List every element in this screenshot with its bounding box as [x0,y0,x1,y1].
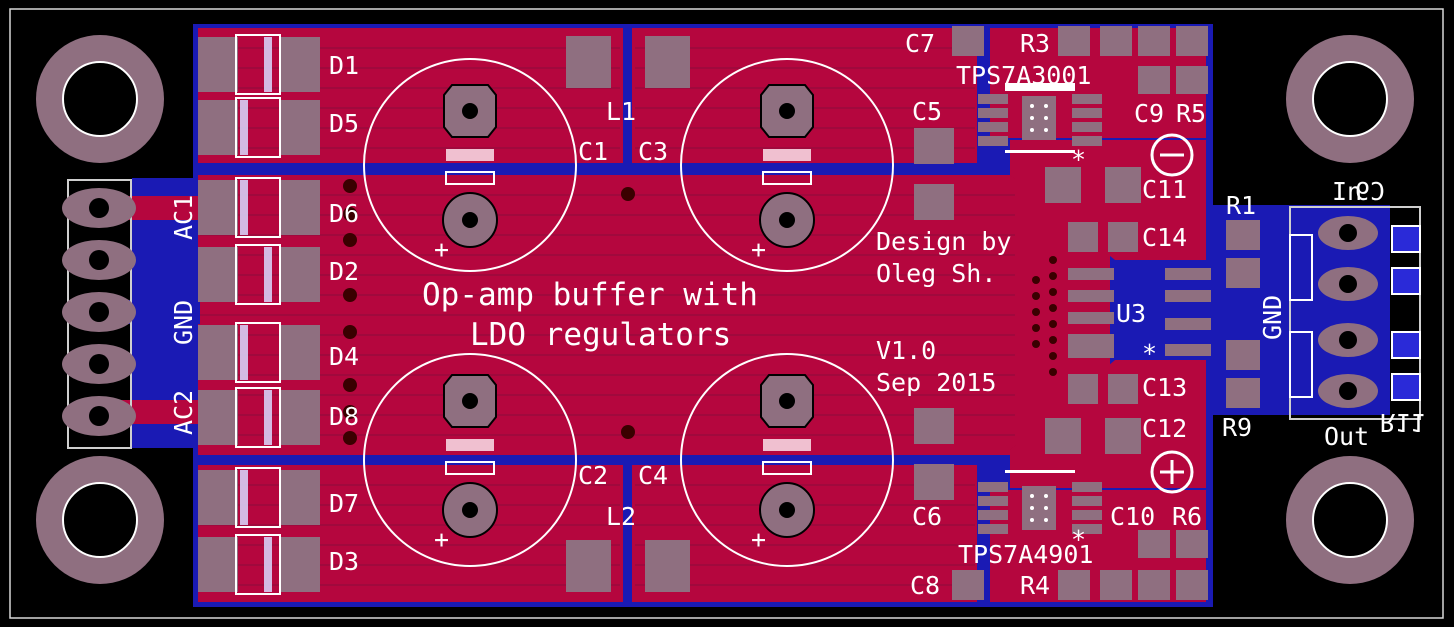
label-c2: C2 [578,461,608,490]
label-out: Out [1324,422,1369,451]
label-d4: D4 [329,342,359,371]
opamp-u3 [1068,268,1211,358]
cap-c4 [680,353,894,567]
mount-hole-top-left [36,35,164,163]
minus-symbol [1150,133,1194,177]
label-r9: R9 [1222,413,1252,442]
star-u2: * [1071,525,1086,554]
silkscreen-labels: D1 D5 D6 D2 D4 D8 D7 D3 C1 C2 C3 C4 L1 L… [169,29,1425,600]
label-r1: R1 [1226,191,1256,220]
diode-array [198,34,320,595]
mount-hole-bottom-right [1286,456,1414,584]
mount-hole-bottom-left [36,456,164,584]
label-gnd-right: GND [1258,295,1287,340]
label-c9-bottom: C9 [1355,177,1385,206]
label-d6: D6 [329,199,359,228]
ldo-tps7a3001 [978,83,1102,153]
right-connector [1289,206,1421,420]
label-c12: C12 [1142,414,1187,443]
label-c8: C8 [910,571,940,600]
label-ac2: AC2 [169,390,198,435]
label-c7: C7 [905,29,935,58]
plus-c1: + [434,235,449,264]
label-l1: L1 [606,97,636,126]
label-r11-bottom: R11 [1380,408,1425,437]
label-d8: D8 [329,402,359,431]
label-d2: D2 [329,257,359,286]
plus-c4: + [751,525,766,554]
label-d7: D7 [329,489,359,518]
right-connector-outline [1289,206,1421,420]
title-line-1: Op-amp buffer with [422,277,758,313]
cap-c1 [363,58,577,272]
board-outline [9,8,1444,619]
smd-pads [914,26,1260,600]
label-c13: C13 [1142,373,1187,402]
label-l2: L2 [606,502,636,531]
mounting-holes [36,35,1414,584]
label-c10: C10 [1110,502,1155,531]
label-u3: U3 [1116,299,1146,328]
label-c5: C5 [912,97,942,126]
label-d5: D5 [329,109,359,138]
version-text: V1.0 [876,336,936,365]
inductor-pads [566,36,690,592]
ldo-tps7a4901 [978,470,1102,534]
cap-c2 [363,353,577,567]
label-gnd-left: GND [169,300,198,345]
label-r6: R6 [1172,502,1202,531]
left-connector [62,179,136,449]
label-c6: C6 [912,502,942,531]
star-u3: * [1142,339,1157,368]
label-c1: C1 [578,137,608,166]
label-d3: D3 [329,547,359,576]
label-r4: R4 [1020,571,1050,600]
plus-c3: + [751,235,766,264]
label-d1: D1 [329,51,359,80]
mount-hole-top-right [1286,35,1414,163]
label-in: In [1332,177,1362,206]
label-ac1: AC1 [169,195,198,240]
star-u1: * [1071,145,1086,174]
label-c11: C11 [1142,175,1187,204]
label-c9: C9 [1134,99,1164,128]
label-c4: C4 [638,461,668,490]
plus-c2: + [434,525,449,554]
plus-symbol [1150,450,1194,494]
cap-c3 [680,58,894,272]
electrolytic-caps [363,58,894,567]
label-u2: TPS7A4901 [958,540,1093,569]
label-u1: TPS7A3001 [956,61,1091,90]
design-line-2: Oleg Sh. [876,259,996,288]
date-text: Sep 2015 [876,368,996,397]
label-c3: C3 [638,137,668,166]
label-r5: R5 [1176,99,1206,128]
design-line-1: Design by [876,227,1011,256]
label-c14: C14 [1142,223,1187,252]
vias [343,179,1057,445]
title-line-2: LDO regulators [470,317,731,353]
label-r3: R3 [1020,29,1050,58]
